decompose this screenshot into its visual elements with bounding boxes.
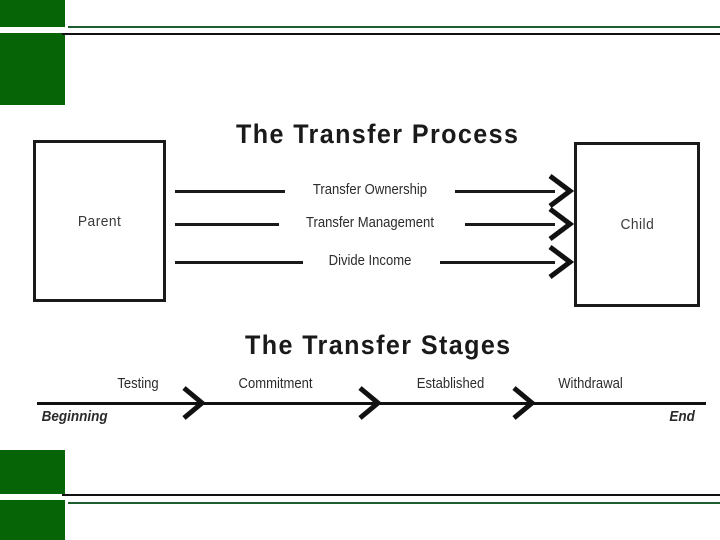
- stage-label-established: Established: [416, 376, 485, 392]
- arrowhead-icon-1: [548, 174, 575, 208]
- flow-line-left-2: [175, 223, 279, 226]
- flow-label-1: Transfer Ownership: [312, 182, 428, 198]
- flow-line-left-1: [175, 190, 285, 193]
- parent-box: Parent: [33, 140, 166, 302]
- bottom-left-green-block-lower: [0, 500, 65, 540]
- arrowhead-icon-2: [548, 207, 575, 241]
- flow-label-2: Transfer Management: [306, 215, 434, 231]
- arrowhead-icon-3: [548, 245, 575, 279]
- top-left-green-block: [0, 0, 65, 27]
- stage-divider-icon-1: [182, 386, 206, 420]
- bottom-green-rule: [68, 502, 720, 504]
- child-box: Child: [574, 142, 700, 307]
- flow-line-right-2: [465, 223, 555, 226]
- flow-line-left-3: [175, 261, 303, 264]
- flow-line-right-3: [440, 261, 555, 264]
- flow-line-right-1: [455, 190, 555, 193]
- stages-timeline-axis: [37, 402, 706, 405]
- timeline-end-label: End: [669, 408, 695, 425]
- flow-label-3: Divide Income: [328, 253, 412, 269]
- stages-title: The Transfer Stages: [245, 330, 512, 360]
- stage-label-commitment: Commitment: [238, 376, 313, 392]
- top-black-rule: [62, 33, 720, 35]
- stage-divider-icon-2: [358, 386, 382, 420]
- stage-label-withdrawal: Withdrawal: [558, 376, 623, 392]
- top-left-green-block-lower: [0, 33, 65, 105]
- stage-label-testing: Testing: [117, 376, 159, 392]
- stage-divider-icon-3: [512, 386, 536, 420]
- child-box-label: Child: [620, 216, 654, 233]
- parent-box-label: Parent: [77, 212, 122, 230]
- bottom-left-green-block: [0, 450, 65, 494]
- timeline-start-label: Beginning: [41, 408, 108, 425]
- top-green-rule: [68, 26, 720, 28]
- bottom-black-rule: [62, 494, 720, 496]
- process-title: The Transfer Process: [236, 119, 520, 149]
